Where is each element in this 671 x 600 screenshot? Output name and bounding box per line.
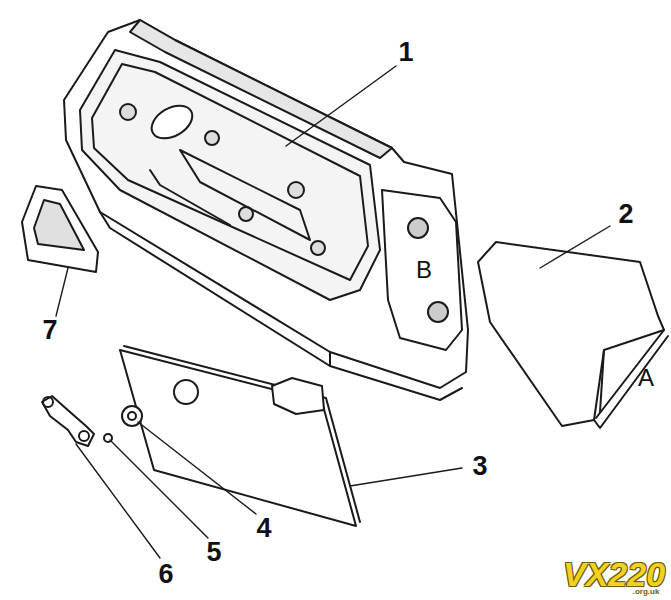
leader-line: [76, 444, 160, 558]
panel-hole: [205, 131, 219, 145]
panel-recess: [80, 50, 380, 300]
trim-plate: [120, 350, 356, 526]
callout-number: 5: [206, 539, 221, 566]
bracket-hole: [408, 218, 428, 238]
leader-line: [110, 440, 208, 538]
callout-number: 2: [618, 201, 633, 228]
bracket-hole: [428, 302, 448, 322]
bezel-opening: [34, 200, 84, 250]
panel-rib: [150, 170, 230, 225]
panel-rib: [180, 150, 310, 240]
callout-number: 4: [256, 515, 271, 542]
panel-body: [64, 20, 468, 388]
part-letter: B: [414, 257, 434, 283]
watermark: VX220: [563, 557, 665, 591]
panel-opening: [146, 99, 198, 145]
plate-tab: [272, 378, 324, 414]
callout-number: 3: [472, 453, 487, 480]
latch-pivot: [43, 397, 53, 407]
bezel: [22, 186, 98, 272]
end-cover: [478, 242, 664, 426]
part-letter: A: [638, 366, 654, 390]
latch: [42, 396, 94, 446]
panel-bracket: [382, 190, 462, 350]
latch-pivot: [79, 431, 89, 441]
plate-hole: [174, 380, 198, 404]
leader-line: [540, 226, 610, 268]
trim-plate-edge: [124, 346, 360, 522]
washer-hole: [128, 412, 136, 420]
watermark: .org.uk: [633, 588, 660, 596]
panel-inner-lip: [92, 64, 368, 280]
panel-hole: [120, 104, 136, 120]
leader-line: [56, 268, 68, 316]
leader-line: [350, 468, 462, 486]
leader-line: [286, 66, 396, 146]
callout-number: 7: [42, 317, 57, 344]
callout-number: 1: [398, 39, 413, 66]
panel-flange: [329, 352, 331, 366]
leader-line: [138, 422, 256, 514]
end-cover-edge: [594, 330, 668, 428]
panel-hole: [288, 182, 304, 198]
panel-hole: [311, 241, 325, 255]
callout-number: 6: [158, 561, 173, 588]
